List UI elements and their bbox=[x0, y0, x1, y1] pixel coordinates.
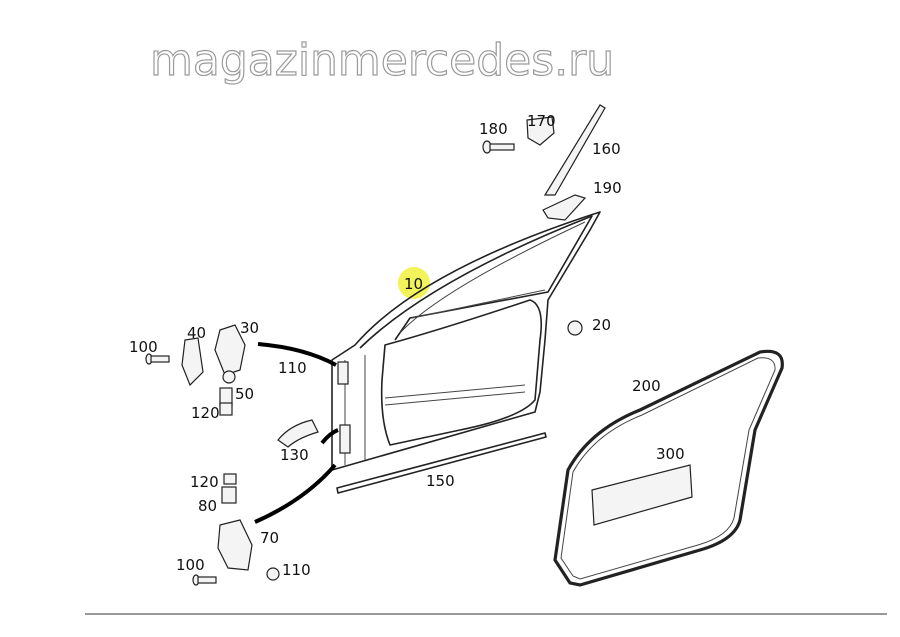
upper-hinge[interactable] bbox=[145, 324, 319, 448]
callout-120[interactable]: 120 bbox=[191, 404, 220, 422]
sill-strip[interactable] bbox=[336, 432, 547, 494]
arrow-upper-hinge bbox=[257, 342, 337, 367]
callout-180[interactable]: 180 bbox=[479, 120, 508, 138]
arrow-check-strap bbox=[320, 428, 339, 445]
insulation-panel[interactable] bbox=[591, 464, 693, 526]
callout-110[interactable]: 110 bbox=[278, 359, 307, 377]
callout-70[interactable]: 70 bbox=[260, 529, 279, 547]
window-trim[interactable] bbox=[543, 104, 606, 196]
callout-80[interactable]: 80 bbox=[198, 497, 217, 515]
grommet[interactable] bbox=[567, 320, 583, 336]
trim-bracket[interactable] bbox=[542, 194, 587, 221]
door-seal[interactable] bbox=[553, 349, 784, 587]
callout-130[interactable]: 130 bbox=[280, 446, 309, 464]
callout-30[interactable]: 30 bbox=[240, 319, 259, 337]
callout-40[interactable]: 40 bbox=[187, 324, 206, 342]
callout-highlight bbox=[398, 267, 430, 299]
callout-190[interactable]: 190 bbox=[593, 179, 622, 197]
callout-50[interactable]: 50 bbox=[235, 385, 254, 403]
arrow-lower-hinge bbox=[254, 463, 337, 524]
watermark: magazinmercedes.ru bbox=[150, 35, 614, 86]
door-shell[interactable] bbox=[331, 211, 601, 471]
callout-100[interactable]: 100 bbox=[176, 556, 205, 574]
clip-nut[interactable] bbox=[526, 116, 555, 146]
callout-150[interactable]: 150 bbox=[426, 472, 455, 490]
screw-180[interactable] bbox=[482, 140, 515, 154]
callout-160[interactable]: 160 bbox=[592, 140, 621, 158]
callout-120[interactable]: 120 bbox=[190, 473, 219, 491]
callout-200[interactable]: 200 bbox=[632, 377, 661, 395]
callout-20[interactable]: 20 bbox=[592, 316, 611, 334]
callout-10[interactable]: 10 bbox=[404, 275, 423, 293]
callout-110[interactable]: 110 bbox=[282, 561, 311, 579]
callout-300[interactable]: 300 bbox=[656, 445, 685, 463]
callout-170[interactable]: 170 bbox=[527, 112, 556, 130]
lower-hinge[interactable] bbox=[192, 473, 280, 586]
callout-100[interactable]: 100 bbox=[129, 338, 158, 356]
